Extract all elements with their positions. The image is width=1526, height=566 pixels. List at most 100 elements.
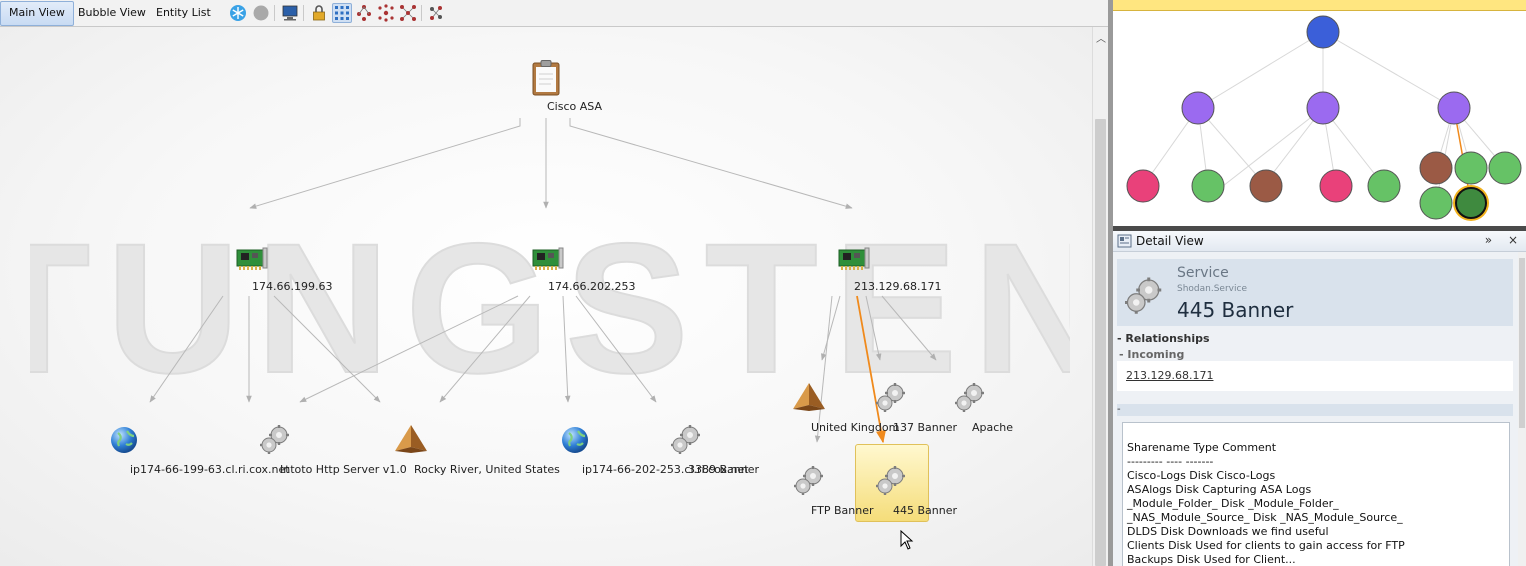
gear-icon [955,383,984,412]
incoming-list: 213.129.68.171 [1117,361,1513,391]
edge [569,118,853,209]
clipboard-icon [532,60,560,96]
svg-text:TUNGSTEN: TUNGSTEN [30,206,1070,402]
node-label: 445 Banner [893,504,958,517]
node-label: 3389 Banner [688,463,760,476]
scroll-up-icon[interactable]: ︿ [1096,34,1106,45]
tab-bubble-view[interactable]: Bubble View [78,6,146,19]
globe-icon [562,427,588,453]
overview-node[interactable] [1419,186,1453,220]
toolbar-separator [274,5,275,21]
pyramid-icon [793,383,825,411]
gear-icon [1125,277,1162,314]
gear-icon [876,466,905,495]
overview-detail-divider[interactable] [1113,226,1526,231]
banner-line: ASAlogs Disk Capturing ASA Logs [1127,483,1312,496]
interactive-layout-icon[interactable] [399,4,417,22]
banner-line: Cisco-Logs Disk Cisco-Logs [1127,469,1276,482]
node-label: ip174-66-202-253.cl.ri.cox.net [582,463,749,476]
overview-pane[interactable] [1113,0,1526,226]
freeze-icon[interactable] [229,4,247,22]
overview-node-ip[interactable] [1306,91,1340,125]
scroll-thumb[interactable] [1519,258,1525,428]
toolbar-separator [303,5,304,21]
view-toolbar: Main View Bubble View Entity List [0,0,1108,27]
overview-viewport-indicator[interactable] [1113,0,1526,11]
node-label: FTP Banner [811,504,874,517]
node-label: 174.66.199.63 [252,280,333,293]
overview-node[interactable] [1126,169,1160,203]
entity-summary-card: Service Shodan.Service 445 Banner [1117,259,1513,326]
detail-view-controls[interactable]: » × [1484,233,1524,247]
node-label: 174.66.202.253 [548,280,636,293]
edge [299,295,519,403]
node-label: Cisco ASA [547,100,602,113]
pyramid-icon [395,425,427,453]
overview-node-root[interactable] [1306,15,1340,49]
edge [249,118,521,209]
incoming-entity-link[interactable]: 213.129.68.171 [1126,369,1214,382]
edge [439,295,531,403]
node-label: Intoto Http Server v1.0 [280,463,407,476]
tab-entity-list[interactable]: Entity List [156,6,211,19]
edge [865,295,882,361]
detail-view-panel: Detail View » × Service Shodan.Service 4… [1113,231,1526,566]
edge [273,295,381,403]
entity-subtype: Shodan.Service [1177,284,1247,294]
banner-line: _NAS_Module_Source_ Disk _NAS_Module_Sou… [1127,511,1403,524]
banner-line: Sharename Type Comment [1127,441,1277,454]
organic-layout-icon[interactable] [377,4,395,22]
overview-node[interactable] [1488,151,1522,185]
node-layout-icon[interactable] [427,4,445,22]
network-card-icon [838,247,870,270]
main-vertical-scrollbar[interactable]: ︿ [1092,27,1108,566]
hierarchical-layout-icon[interactable] [332,3,352,23]
banner-line: Backups Disk Used for Client... [1127,553,1296,566]
node-label: United Kingdom [811,421,900,434]
overview-node[interactable] [1319,169,1353,203]
entity-type: Service [1177,265,1229,281]
node-label: ip174-66-199-63.cl.ri.cox.net [130,463,290,476]
overview-node-ip[interactable] [1437,91,1471,125]
overview-graph [1126,15,1522,221]
edge [821,295,841,361]
incoming-section-toggle[interactable]: - Incoming [1119,348,1185,361]
banner-line: --------- ---- ------- [1127,455,1214,468]
circular-layout-icon[interactable] [355,4,373,22]
overview-node[interactable] [1454,151,1488,185]
banner-section-toggle[interactable]: - [1117,404,1513,416]
detail-vertical-scrollbar[interactable] [1518,252,1526,566]
overview-node[interactable] [1249,169,1283,203]
edge [562,295,571,403]
overview-node[interactable] [1419,151,1453,185]
lock-icon[interactable] [310,4,328,22]
stop-icon[interactable] [252,4,270,22]
overview-node[interactable] [1191,169,1225,203]
computer-icon[interactable] [281,4,299,22]
banner-line: _Module_Folder_ Disk _Module_Folder_ [1127,497,1339,510]
scroll-thumb[interactable] [1095,119,1106,566]
entity-value: 445 Banner [1177,298,1294,322]
overview-node-ip[interactable] [1181,91,1215,125]
selected-edge [856,295,886,444]
pane-divider[interactable] [1108,0,1113,566]
globe-icon [111,427,137,453]
gear-icon [671,425,700,454]
edge [814,295,833,443]
banner-line: Clients Disk Used for clients to gain ac… [1127,539,1405,552]
relationships-section-toggle[interactable]: - Relationships [1117,332,1210,345]
edge [149,295,224,403]
mouse-cursor-icon [900,530,914,550]
overview-node[interactable] [1367,169,1401,203]
overview-node-selected[interactable] [1455,187,1487,219]
detail-view-title: Detail View [1136,234,1204,248]
edge [575,295,657,403]
tab-main-view[interactable]: Main View [0,1,74,26]
banner-content: Sharename Type Comment --------- ---- --… [1122,422,1510,566]
network-card-icon [236,247,268,270]
detail-view-icon [1117,234,1132,248]
graph-edges [149,118,937,444]
banner-line: DLDS Disk Downloads we find useful [1127,525,1329,538]
edge [881,295,937,361]
node-label: Rocky River, United States [414,463,560,476]
